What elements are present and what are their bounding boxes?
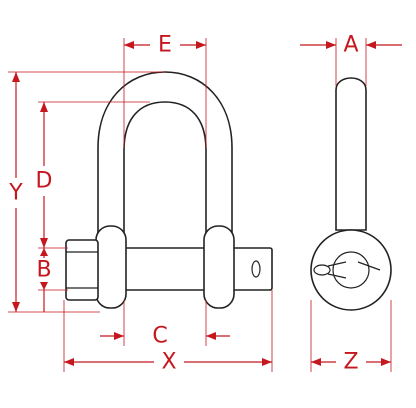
shackle-side-view	[310, 77, 392, 311]
label-d: D	[36, 169, 53, 194]
label-a: A	[343, 33, 358, 58]
label-z: Z	[343, 350, 358, 375]
label-x: X	[161, 350, 176, 375]
label-y: Y	[8, 181, 23, 206]
pin-cotter-hole	[251, 260, 261, 278]
extension-lines	[8, 38, 392, 372]
dimension-e: E	[124, 33, 206, 58]
side-pin-circle	[332, 251, 370, 289]
dimension-z: Z	[311, 350, 391, 375]
dimension-b: B	[36, 248, 52, 312]
shackle-right-ear	[203, 225, 235, 309]
label-c: C	[152, 324, 167, 349]
dimension-c: C	[100, 324, 230, 349]
shackle-front-view	[65, 71, 273, 309]
dimension-d: D	[36, 102, 53, 248]
dimension-a: A	[300, 33, 402, 58]
dimension-x: X	[64, 350, 272, 375]
label-e: E	[158, 33, 172, 58]
shackle-bow	[97, 71, 233, 237]
pin-head	[65, 239, 99, 301]
label-b: B	[36, 258, 51, 283]
side-eye	[310, 229, 392, 311]
shackle-left-ear	[95, 225, 127, 309]
cotter-pin	[313, 261, 381, 279]
side-bow-profile	[335, 77, 367, 231]
dimension-y: Y	[8, 72, 23, 312]
